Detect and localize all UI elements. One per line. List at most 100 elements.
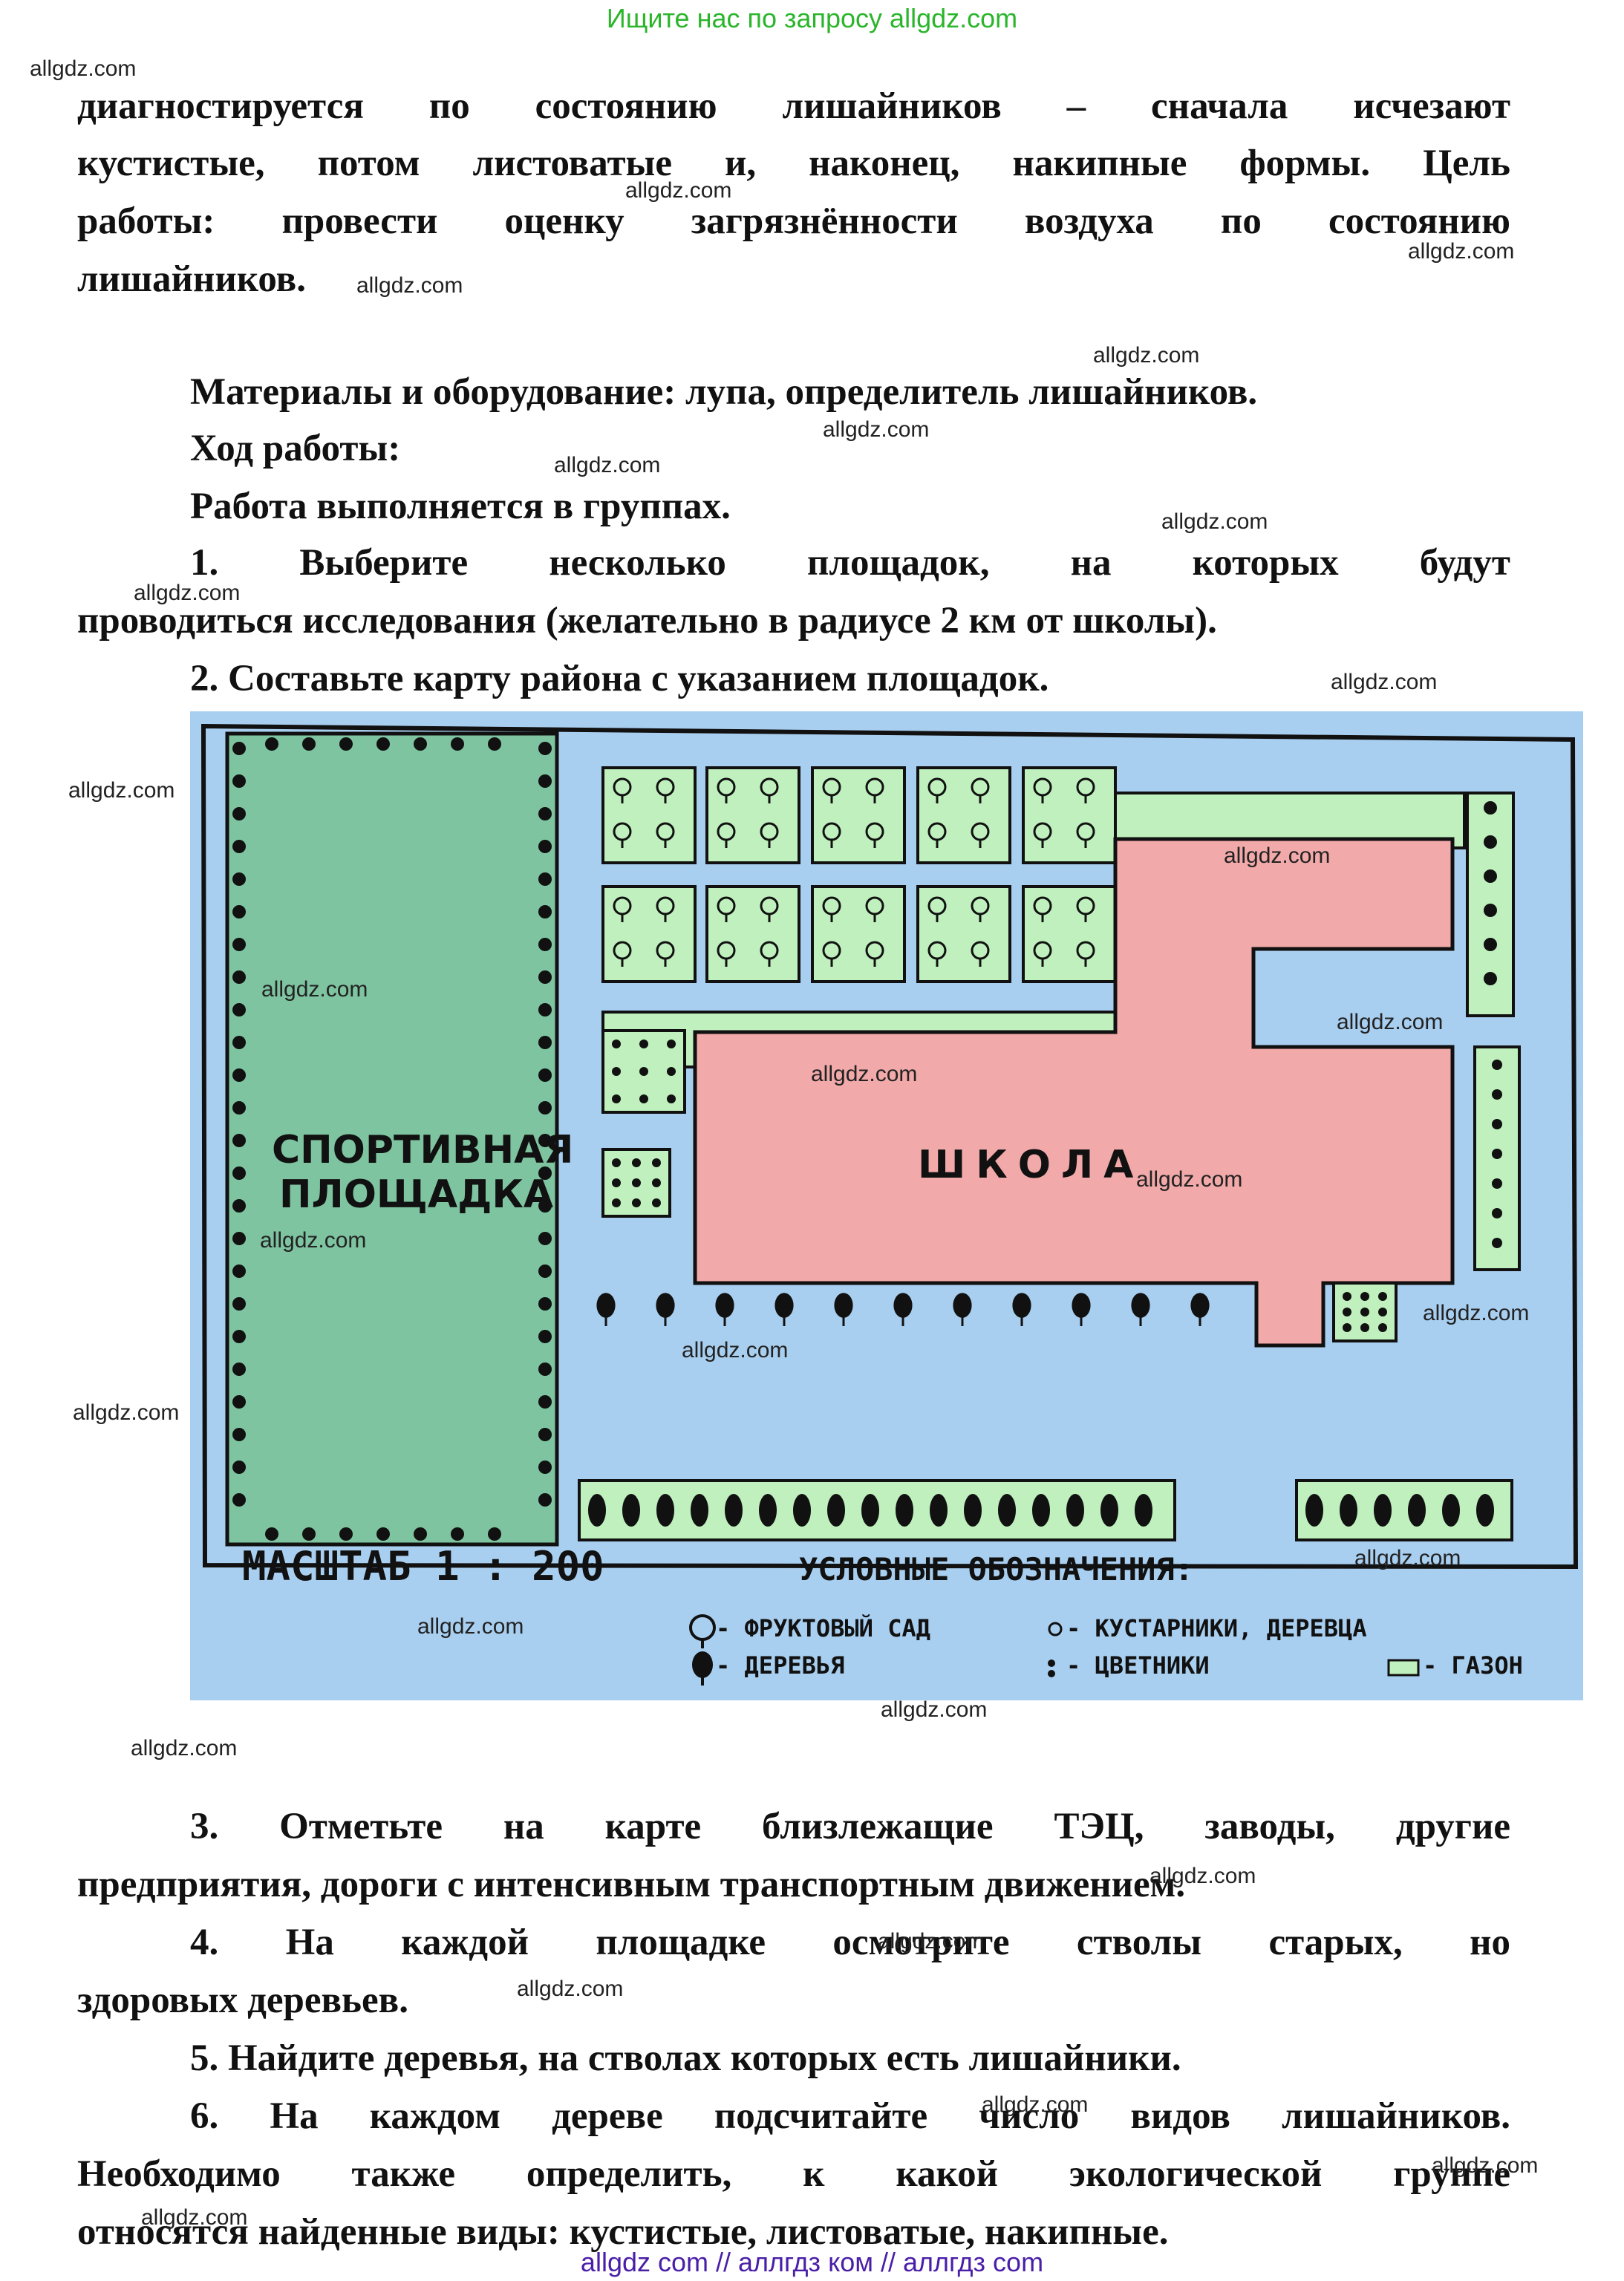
tree-icon — [538, 1264, 552, 1278]
watermark: allgdz.com — [1224, 843, 1331, 868]
shrub-icon — [1343, 1308, 1351, 1316]
tree-icon — [232, 1003, 246, 1017]
watermark: allgdz.com — [1432, 2153, 1539, 2178]
materials-line: Материалы и оборудование: лупа, определи… — [190, 371, 1258, 413]
tree-icon — [1492, 1178, 1502, 1189]
tree-icon — [930, 1494, 948, 1527]
tree-icon — [1492, 1060, 1502, 1070]
step-3-line-2: предприятия, дороги с интенсивным трансп… — [77, 1864, 1186, 1905]
tree-icon — [232, 1363, 246, 1376]
watermark: allgdz.com — [982, 2092, 1089, 2117]
watermark: allgdz.com — [1136, 1167, 1243, 1192]
watermark: allgdz.com — [881, 1697, 988, 1722]
watermark: allgdz.com — [356, 273, 463, 298]
tree-icon — [339, 1527, 353, 1541]
tree-icon — [1305, 1494, 1323, 1527]
legend-title: УСЛОВНЫЕ ОБОЗНАЧЕНИЯ: — [799, 1551, 1193, 1587]
tree-icon — [596, 1293, 616, 1318]
orchard-plot — [811, 885, 906, 983]
tree-icon — [232, 742, 246, 755]
tree-icon — [1492, 1149, 1502, 1159]
tree-icon — [538, 1428, 552, 1441]
tree-icon — [232, 1461, 246, 1474]
tree-icon — [656, 1494, 674, 1527]
step-4-line-2: здоровых деревьев. — [77, 1980, 408, 2021]
orchard — [601, 766, 1521, 1271]
shrub-icon — [652, 1178, 661, 1187]
watermark: allgdz.com — [1149, 1864, 1256, 1888]
tree-icon — [451, 737, 464, 751]
step-2: 2. Составьте карту района с указанием пл… — [190, 658, 1049, 699]
tree-icon — [1442, 1494, 1460, 1527]
watermark: allgdz.com — [823, 417, 930, 442]
tree-icon — [1484, 835, 1497, 849]
tree-icon — [232, 1166, 246, 1180]
tree-row — [596, 1293, 1210, 1326]
sports-tree-border — [232, 737, 552, 1541]
tree-icon — [538, 1101, 552, 1115]
step-3-line-1: 3. Отметьте на карте близлежащие ТЭЦ, за… — [190, 1806, 1510, 1847]
tree-icon — [953, 1293, 972, 1318]
tree-icon — [1032, 1494, 1050, 1527]
tree-icon — [302, 1527, 316, 1541]
tree-icon — [1340, 1494, 1357, 1527]
tree-icon — [232, 1395, 246, 1409]
tree-icon — [964, 1494, 982, 1527]
tree-icon — [1408, 1494, 1426, 1527]
watermark: allgdz.com — [811, 1062, 918, 1086]
tree-icon — [232, 1068, 246, 1082]
watermark: allgdz.com — [1354, 1546, 1461, 1570]
shrub-icon — [639, 1067, 648, 1076]
watermark: allgdz.com — [554, 453, 661, 477]
watermark: allgdz.com — [1161, 509, 1268, 534]
tree-icon — [656, 1293, 675, 1318]
tree-icon — [1131, 1293, 1150, 1318]
legend-lawn-icon — [1387, 1659, 1420, 1677]
tree-icon — [339, 737, 353, 751]
tree-icon — [1492, 1089, 1502, 1100]
shrub-icon — [1378, 1323, 1387, 1332]
tree-icon — [538, 742, 552, 755]
tree-icon — [1484, 972, 1497, 985]
shrub-icon — [1360, 1323, 1369, 1332]
watermark: allgdz.com — [682, 1338, 789, 1363]
watermark: allgdz.com — [1408, 239, 1515, 264]
tree-icon — [414, 1527, 427, 1541]
sports-ground: СПОРТИВНАЯ ПЛОЩАДКА — [225, 731, 573, 1547]
tree-icon — [376, 1527, 390, 1541]
tree-icon — [538, 905, 552, 918]
watermark: allgdz.com — [141, 2205, 248, 2230]
tree-icon — [488, 737, 501, 751]
tree-icon — [451, 1527, 464, 1541]
watermark: allgdz.com — [878, 1929, 985, 1954]
tree-icon — [538, 1363, 552, 1376]
orchard-plot — [916, 766, 1011, 864]
tree-icon — [538, 1199, 552, 1213]
shrub-icon — [639, 1040, 648, 1048]
watermark: allgdz.com — [68, 778, 175, 803]
footer-links[interactable]: allgdz com // аллгдз ком // аллгдз com — [580, 2247, 1044, 2277]
tree-icon — [302, 737, 316, 751]
step-6-line-3: относятся найденные виды: кустистые, лис… — [77, 2211, 1169, 2253]
procedure-heading: Ход работы: — [190, 428, 401, 469]
watermark: allgdz.com — [261, 977, 368, 1002]
tree-icon — [538, 1134, 552, 1147]
tree-icon — [1484, 801, 1497, 815]
tree-icon — [538, 807, 552, 820]
tree-icon — [1072, 1293, 1091, 1318]
tree-icon — [1492, 1208, 1502, 1218]
intro-line-2: кустистые, потом листоватые и, наконец, … — [77, 143, 1510, 184]
tree-icon — [893, 1293, 913, 1318]
tree-icon — [488, 1527, 501, 1541]
flowerbed-strips — [578, 1479, 1513, 1541]
shrub-icon — [652, 1198, 661, 1207]
tree-icon — [1492, 1119, 1502, 1129]
tree-icon — [1012, 1293, 1031, 1318]
tree-icon — [232, 840, 246, 853]
lawn-plots — [601, 1029, 1398, 1342]
tree-icon — [232, 1199, 246, 1213]
tree-icon — [232, 807, 246, 820]
tree-icon — [232, 1232, 246, 1245]
shrub-icon — [632, 1178, 641, 1187]
legend-flowerbeds-text: - ЦВЕТНИКИ — [1066, 1651, 1210, 1680]
